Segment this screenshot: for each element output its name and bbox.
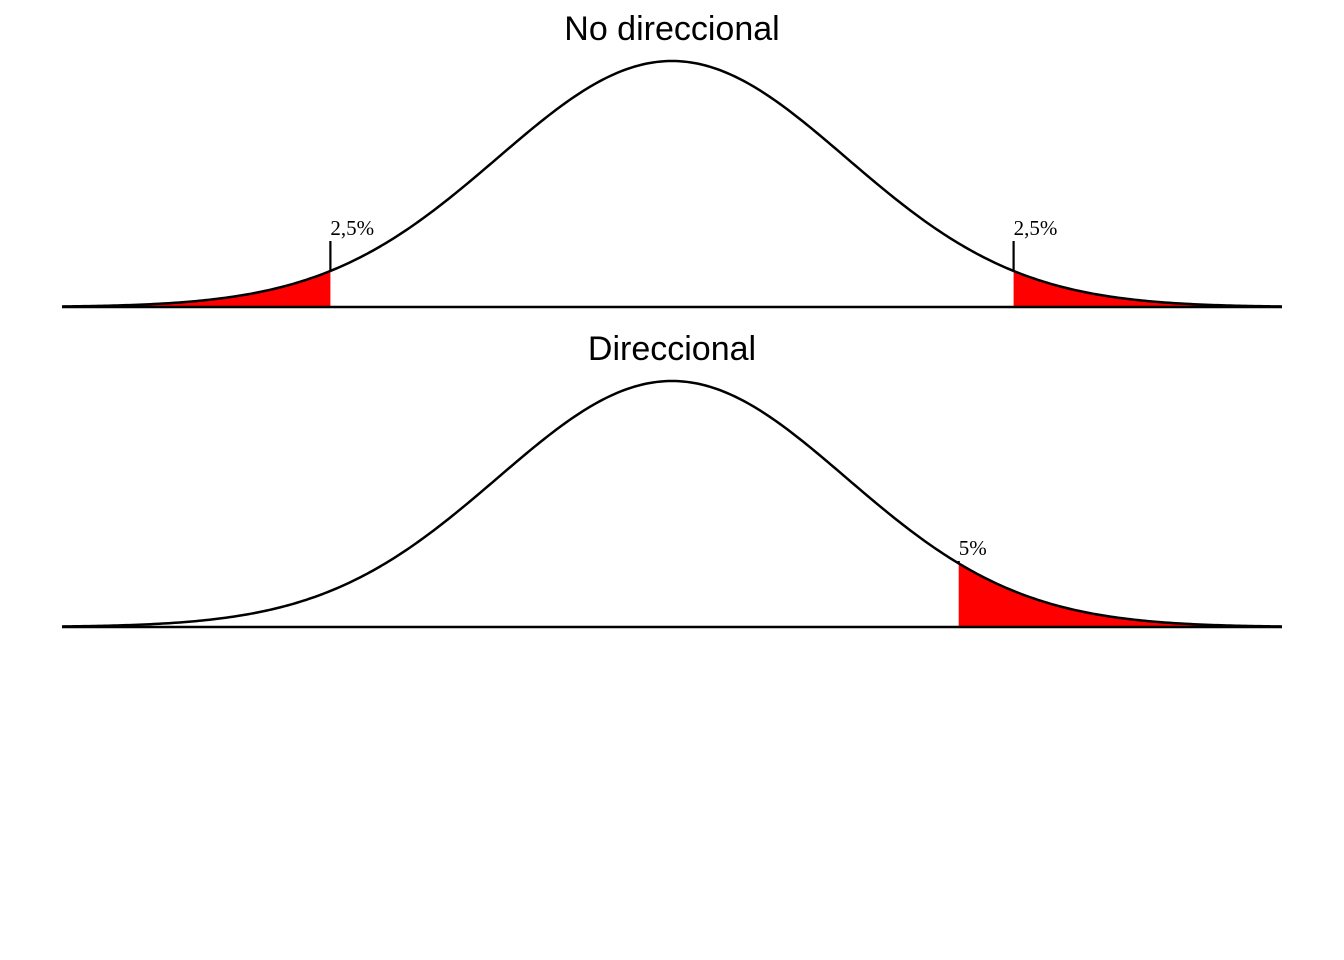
density-curve (61, 379, 1283, 628)
annotation-label: 2,5% (330, 216, 374, 240)
panel-non-directional: No direccional 2,5% 2,5% (61, 10, 1283, 309)
tail-area (1013, 270, 1282, 307)
tail-area (62, 270, 331, 307)
panel-title: Direccional (588, 330, 756, 368)
annotation-label: 5% (959, 536, 987, 560)
panel-directional: Direccional 5% (61, 330, 1283, 629)
annotation-label: 2,5% (1014, 216, 1058, 240)
panel-title: No direccional (564, 10, 779, 48)
tail-area (958, 563, 1282, 627)
density-curve (61, 59, 1283, 308)
